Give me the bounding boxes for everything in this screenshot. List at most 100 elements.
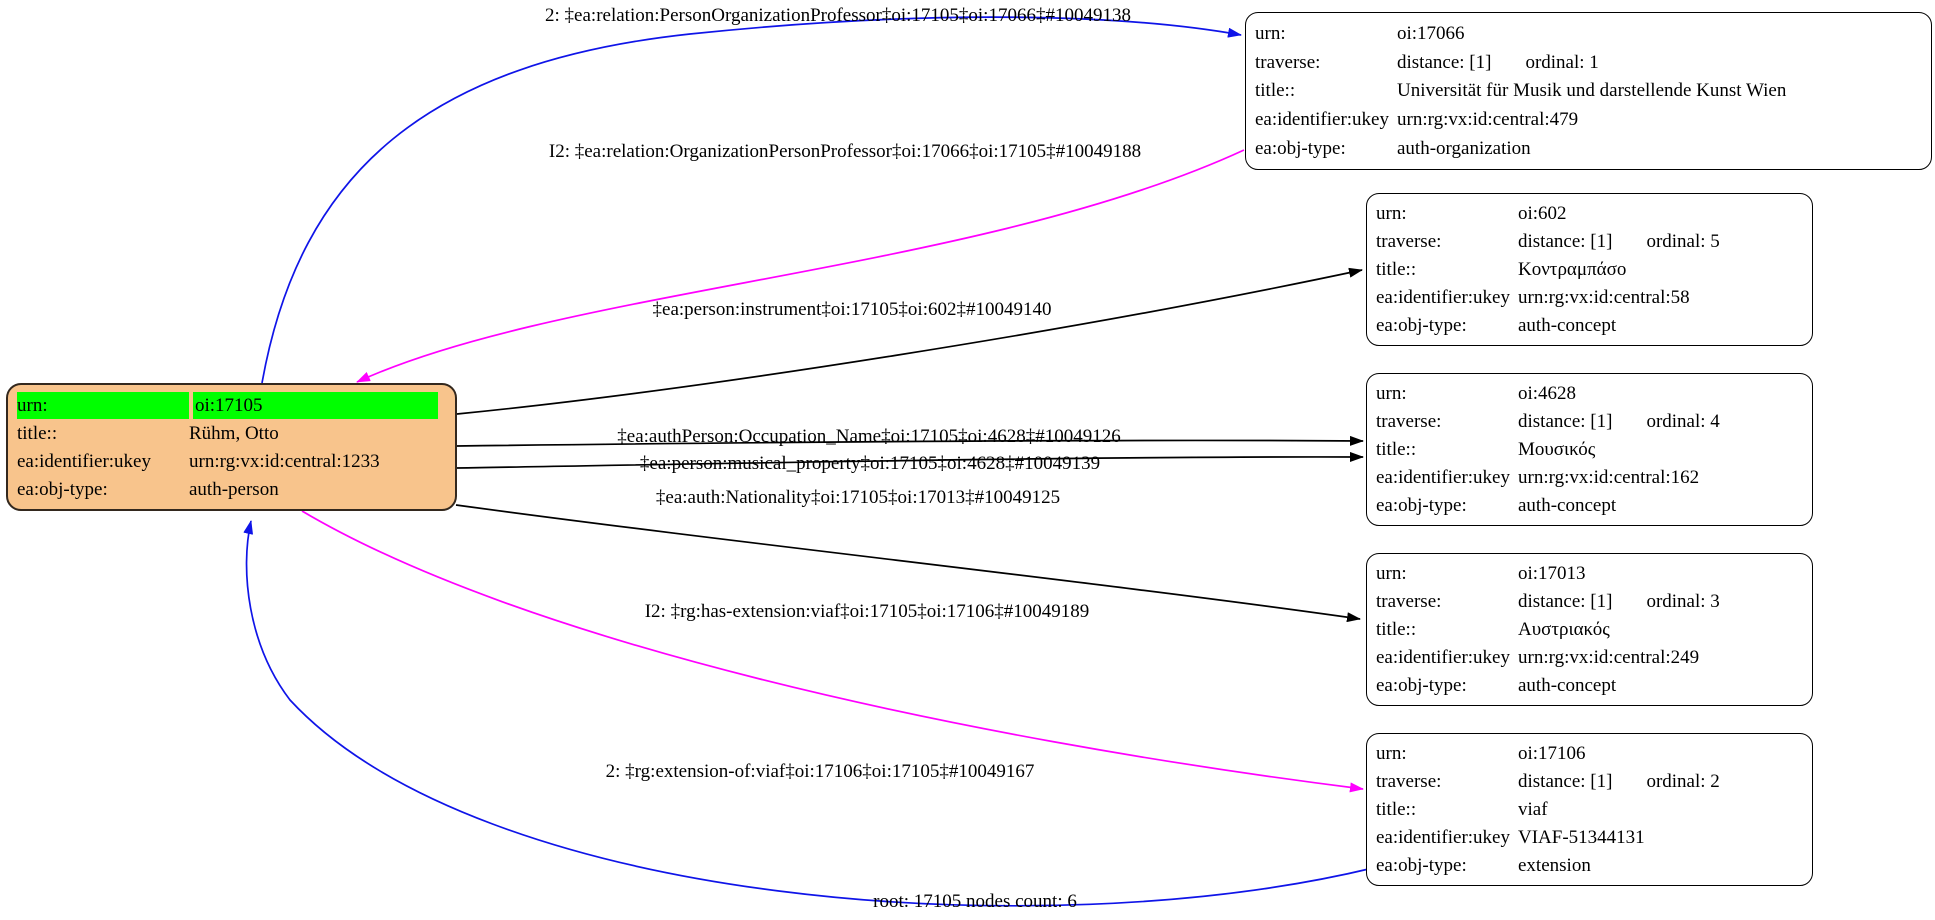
row-value: Rühm, Otto	[189, 422, 279, 444]
node-oi-17106[interactable]: urn: oi:17106 traverse: distance: [1]ord…	[1366, 733, 1813, 886]
row-value: Κοντραμπάσο	[1518, 258, 1627, 280]
edge-label-relation-person-organization: 2: ‡ea:relation:PersonOrganizationProfes…	[545, 5, 1131, 26]
edge-label-has-extension-viaf: I2: ‡rg:has-extension:viaf‡oi:17105‡oi:1…	[644, 601, 1090, 622]
row-key: urn:	[1255, 22, 1286, 44]
traverse-ordinal: ordinal: 4	[1646, 411, 1720, 433]
node-row-ukey: ea:identifier:ukey urn:rg:vx:id:central:…	[1376, 644, 1803, 671]
row-value: oi:602	[1518, 203, 1567, 225]
node-row-urn: urn: oi:4628	[1376, 380, 1803, 407]
node-oi-17066[interactable]: urn: oi:17066 traverse: distance: [1] ord…	[1245, 12, 1932, 170]
row-value: distance: [1]ordinal: 5	[1518, 228, 1803, 255]
edge-label-extension-of-viaf: 2: ‡rg:extension-of:viaf‡oi:17106‡oi:171…	[605, 761, 1035, 782]
row-key: urn:	[1376, 563, 1407, 585]
row-key: urn:	[1376, 743, 1407, 765]
edge-relation-organization-person	[356, 149, 1245, 383]
row-value: distance: [1] ordinal: 2	[1518, 768, 1803, 795]
node-row-title: title:: Universität für Musik und darste…	[1255, 77, 1922, 104]
row-key: ea:obj-type:	[1255, 138, 1346, 160]
edge-musical-property	[456, 451, 1364, 469]
node-row-ukey: ea:identifier:ukey urn:rg:vx:id:central:…	[1376, 284, 1803, 311]
node-row-objtype: ea:obj-type: auth-organization	[1255, 135, 1922, 162]
row-key: ea:obj-type:	[1376, 314, 1467, 336]
node-row-objtype: ea:obj-type: auth-concept	[1376, 672, 1803, 699]
node-row-title: title:: Κοντραμπάσο	[1376, 256, 1803, 283]
row-key: title::	[1376, 438, 1417, 460]
row-value: extension	[1518, 854, 1591, 876]
row-key: ea:obj-type:	[17, 478, 108, 500]
row-value: urn:rg:vx:id:central:249	[1518, 646, 1700, 668]
node-row-traverse: traverse: distance: [1]ordinal: 5	[1376, 228, 1803, 255]
row-value: VIAF-51344131	[1518, 826, 1645, 848]
row-value: auth-concept	[1518, 314, 1617, 336]
traverse-ordinal: ordinal: 1	[1525, 51, 1599, 73]
node-oi-17013[interactable]: urn: oi:17013 traverse: distance: [1]ord…	[1366, 553, 1813, 706]
row-key: ea:identifier:ukey	[1376, 646, 1510, 668]
row-value: Universität für Musik und darstellende K…	[1397, 80, 1787, 102]
edge-occupation-name	[456, 435, 1364, 447]
node-oi-4628[interactable]: urn: oi:4628 traverse: distance: [1]ordi…	[1366, 373, 1813, 526]
edge-person-instrument	[456, 267, 1363, 415]
node-row-title: title:: Rühm, Otto	[17, 420, 446, 447]
node-row-traverse: traverse: distance: [1]ordinal: 3	[1376, 588, 1803, 615]
node-row-title: title:: viaf	[1376, 796, 1803, 823]
row-value: Αυστριακός	[1518, 618, 1610, 640]
row-key: ea:identifier:ukey	[17, 450, 151, 472]
row-key: traverse:	[1376, 231, 1442, 253]
node-row-urn: urn: oi:17013	[1376, 560, 1803, 587]
row-key: title::	[1376, 618, 1417, 640]
row-key: ea:obj-type:	[1376, 854, 1467, 876]
row-value: oi:4628	[1518, 383, 1577, 405]
traverse-distance: distance: [1]	[1518, 591, 1613, 613]
row-key: urn:	[1376, 383, 1407, 405]
node-row-objtype: ea:obj-type: auth-concept	[1376, 492, 1803, 519]
node-row-ukey: ea:identifier:ukey urn:rg:vx:id:central:…	[17, 448, 446, 475]
row-key: ea:identifier:ukey	[1376, 286, 1510, 308]
row-key: ea:identifier:ukey	[1376, 466, 1510, 488]
edge-nationality	[455, 504, 1361, 623]
node-oi-17105-root[interactable]: urn: oi:17105 title:: Rühm, Otto ea:iden…	[6, 383, 457, 511]
row-value: oi:17106	[1518, 743, 1586, 765]
row-value: Μουσικός	[1518, 438, 1596, 460]
traverse-ordinal: ordinal: 2	[1646, 771, 1720, 793]
row-key: ea:identifier:ukey	[1376, 826, 1510, 848]
row-value: urn:rg:vx:id:central:58	[1518, 286, 1690, 308]
row-value: distance: [1]ordinal: 3	[1518, 588, 1803, 615]
edge-label-relation-organization-person: I2: ‡ea:relation:OrganizationPersonProfe…	[548, 141, 1142, 162]
traverse-distance: distance: [1]	[1518, 231, 1613, 253]
graph-footer: root: 17105 nodes count: 6	[873, 891, 1077, 912]
node-row-urn: urn: oi:17106	[1376, 740, 1803, 767]
node-row-urn: urn: oi:17066	[1255, 20, 1922, 47]
edge-label-musical-property: ‡ea:person:musical_property‡oi:17105‡oi:…	[639, 453, 1101, 474]
node-row-ukey: ea:identifier:ukey urn:rg:vx:id:central:…	[1255, 106, 1922, 133]
row-value: auth-concept	[1518, 674, 1617, 696]
node-row-title: title:: Μουσικός	[1376, 436, 1803, 463]
row-value: oi:17013	[1518, 563, 1586, 585]
row-key: title::	[1376, 258, 1417, 280]
row-key: traverse:	[1376, 591, 1442, 613]
row-key: title::	[1255, 80, 1296, 102]
edge-relation-person-organization	[261, 16, 1242, 384]
traverse-distance: distance: [1]	[1397, 51, 1492, 73]
row-key: title::	[1376, 798, 1417, 820]
row-value: distance: [1] ordinal: 1	[1397, 49, 1922, 76]
row-value: auth-concept	[1518, 494, 1617, 516]
node-row-title: title:: Αυστριακός	[1376, 616, 1803, 643]
edge-label-occupation-name: ‡ea:authPerson:Occupation_Name‡oi:17105‡…	[617, 426, 1121, 447]
edge-label-person-instrument: ‡ea:person:instrument‡oi:17105‡oi:602‡#1…	[652, 299, 1052, 320]
node-oi-602[interactable]: urn: oi:602 traverse: distance: [1]ordin…	[1366, 193, 1813, 346]
node-row-traverse: traverse: distance: [1]ordinal: 2	[1376, 768, 1803, 795]
row-value: oi:17105	[193, 391, 438, 419]
row-value: auth-organization	[1397, 138, 1531, 160]
row-key: traverse:	[1376, 411, 1442, 433]
edge-has-extension-viaf	[301, 510, 1364, 793]
row-key: traverse:	[1255, 51, 1321, 73]
traverse-distance: distance: [1]	[1518, 771, 1613, 793]
node-row-traverse: traverse: distance: [1] ordinal: 1	[1255, 49, 1922, 76]
node-row-ukey: ea:identifier:ukey VIAF-51344131	[1376, 824, 1803, 851]
row-key: ea:obj-type:	[1376, 494, 1467, 516]
node-row-urn: urn: oi:602	[1376, 200, 1803, 227]
row-value: oi:17066	[1397, 22, 1465, 44]
row-key: ea:identifier:ukey	[1255, 109, 1389, 131]
